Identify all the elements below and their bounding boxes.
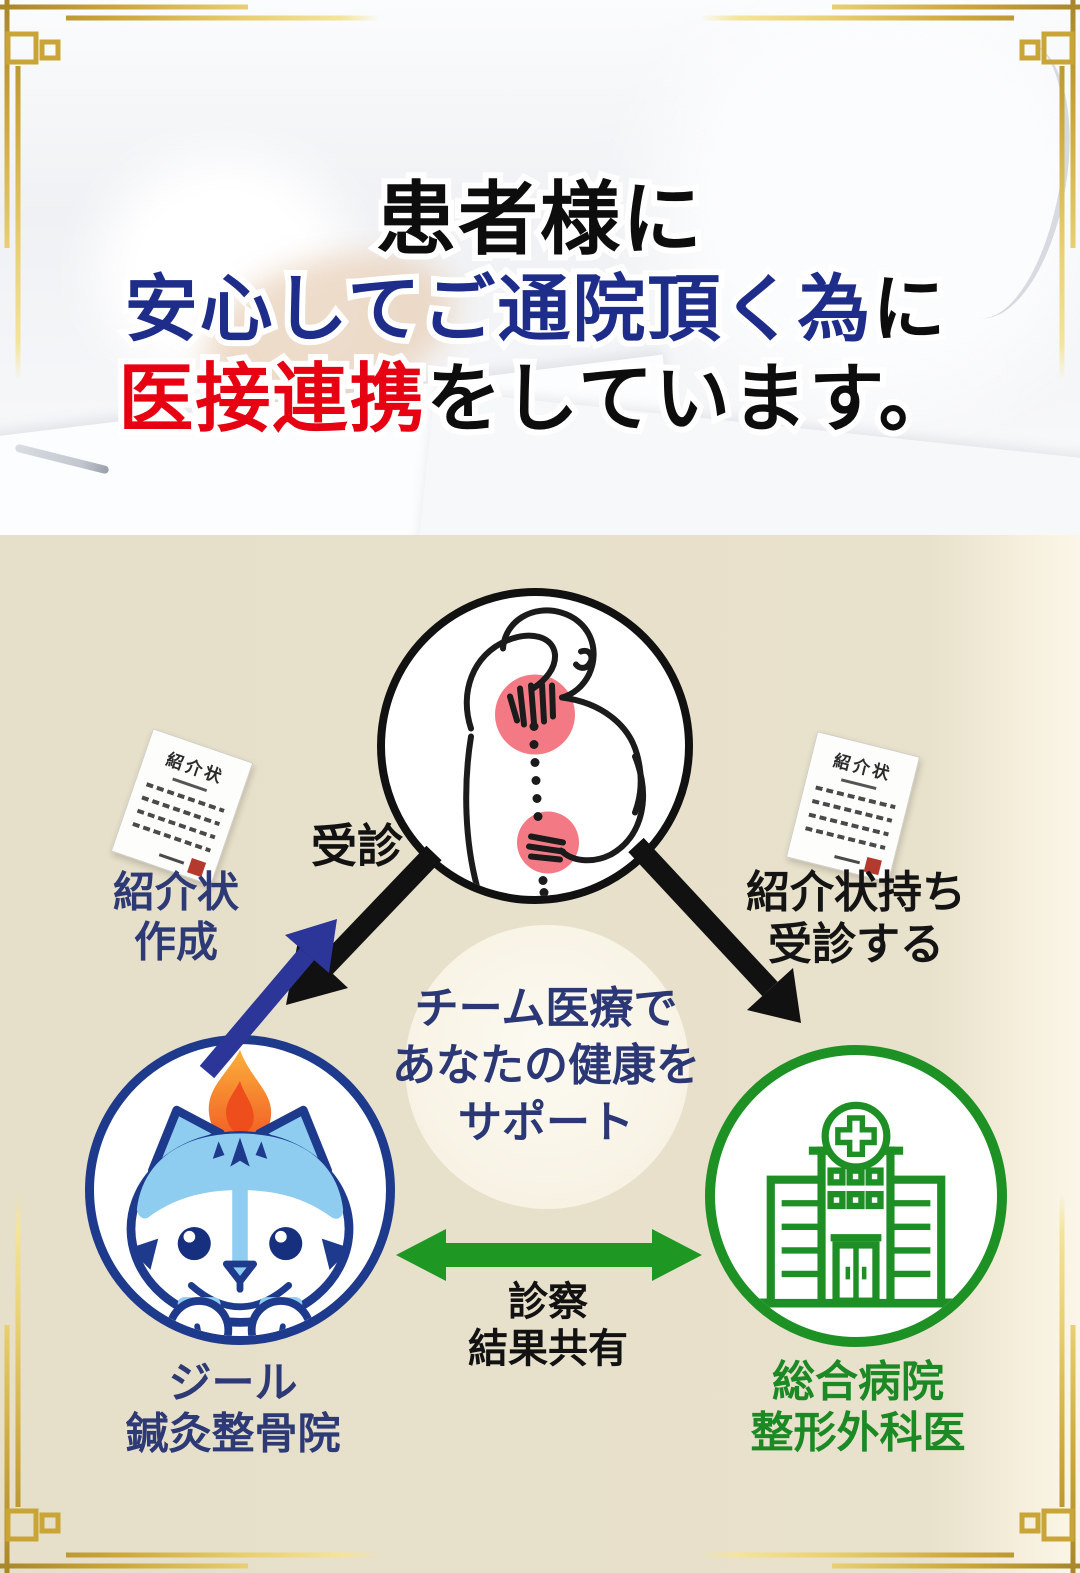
document-lines xyxy=(141,795,221,827)
label-referral-bring-line1: 紹介状持ち xyxy=(746,868,966,918)
headline-line3-accent: 医接連携 xyxy=(118,358,427,442)
headline-line1-text: 患者様に xyxy=(376,177,704,265)
label-result-share-line2: 結果共有 xyxy=(468,1326,628,1371)
referral-flow-diagram: チーム医療で あなたの健康を サポート xyxy=(0,535,1080,1573)
label-referral-create: 紹介状 作成 xyxy=(113,869,239,968)
arrow-result-share xyxy=(396,1229,702,1281)
center-message: チーム医療で あなたの健康を サポート xyxy=(392,980,700,1152)
label-referral-create-line1: 紹介状 xyxy=(112,870,240,917)
label-referral-bring: 紹介状持ち 受診する xyxy=(746,867,966,971)
center-message-line1: チーム医療で xyxy=(414,984,678,1034)
arrow-clinic-to-patient xyxy=(199,919,337,1079)
label-hospital-name-line1: 総合病院 xyxy=(772,1359,944,1407)
headline-line3: 医接連携をしています。 医接連携をしています。 xyxy=(112,338,959,448)
label-result-share-line1: 診察 xyxy=(508,1278,588,1324)
label-clinic-name-line2: 鍼灸整骨院 xyxy=(125,1411,341,1458)
hospital-building-icon xyxy=(747,1101,965,1308)
hospital-circle xyxy=(705,1045,1007,1347)
label-hospital-name: 総合病院 整形外科医 xyxy=(751,1358,966,1459)
headline-line3-rest: をしています。 xyxy=(426,358,956,442)
label-jushin: 受診 xyxy=(311,820,403,872)
center-message-line2: あなたの健康を xyxy=(392,1041,700,1091)
headline-line1: 患者様に 患者様に xyxy=(370,155,708,271)
label-referral-bring-line2: 受診する xyxy=(768,920,944,969)
label-clinic-name-line1: ジール xyxy=(168,1360,298,1408)
document-lines xyxy=(136,808,216,840)
headline-outline: 患者様に xyxy=(370,171,708,271)
label-referral-create-line2: 作成 xyxy=(133,920,219,966)
label-result-share: 診察 結果共有 xyxy=(468,1278,628,1372)
referral-document-icon: 紹介状 xyxy=(110,728,254,886)
document-signature-line xyxy=(158,853,185,865)
label-clinic-name: ジール 鍼灸整骨院 xyxy=(126,1359,341,1460)
label-hospital-name-line2: 整形外科医 xyxy=(750,1410,966,1457)
center-circle xyxy=(405,925,689,1209)
document-signature-line xyxy=(834,855,861,865)
patient-backpain-icon xyxy=(463,606,646,896)
center-message-line3: サポート xyxy=(458,1098,634,1148)
arrow-patient-to-hospital xyxy=(628,837,801,1023)
document-lines xyxy=(145,782,225,813)
